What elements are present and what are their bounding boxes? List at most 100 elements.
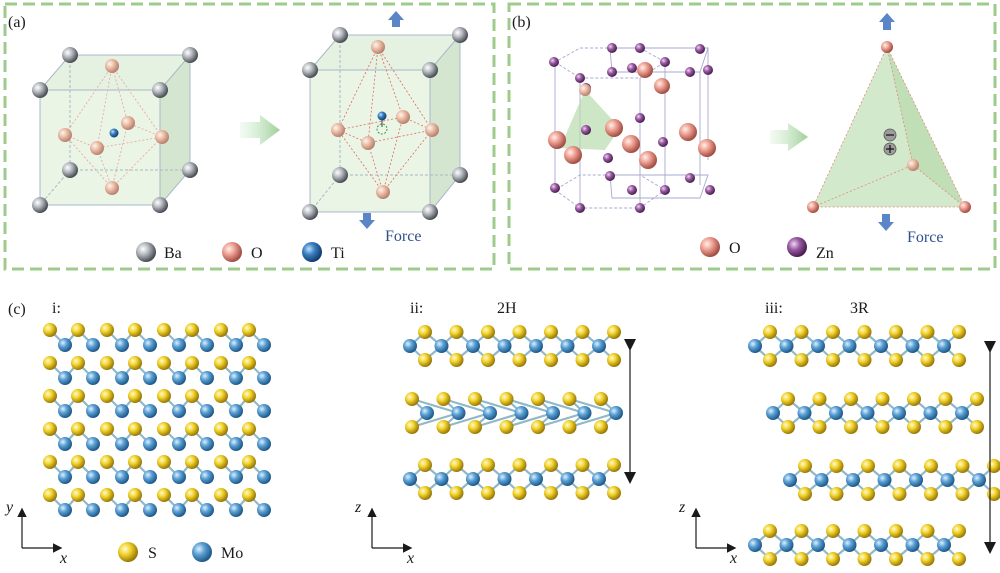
s-atom bbox=[892, 459, 907, 473]
s-atom bbox=[970, 392, 984, 406]
mo-atom bbox=[229, 503, 243, 517]
s-atom bbox=[449, 325, 464, 339]
legend-mo-swatch bbox=[192, 542, 212, 562]
panel-b-label: (b) bbox=[512, 14, 531, 31]
s-atom bbox=[512, 486, 527, 500]
s-atom bbox=[763, 325, 777, 339]
mo-atom bbox=[892, 406, 906, 420]
s-atom bbox=[214, 422, 228, 436]
s-atom bbox=[826, 552, 840, 566]
mos2-3r-side-view bbox=[748, 325, 1000, 566]
s-atom bbox=[826, 524, 840, 538]
legend-o-swatch-b bbox=[700, 237, 720, 257]
axis-i-vertical: y bbox=[4, 499, 14, 516]
s-atom bbox=[798, 487, 812, 501]
s-atom bbox=[575, 325, 590, 339]
legend-a: Ba O Ti bbox=[136, 242, 345, 262]
s-atom bbox=[794, 552, 809, 566]
mo-atom bbox=[86, 404, 100, 418]
mo-atom bbox=[497, 472, 512, 486]
force-arrow-up-a bbox=[388, 11, 404, 27]
axis-ii-vertical: z bbox=[354, 499, 362, 516]
mo-atom bbox=[546, 406, 560, 420]
s-atom bbox=[242, 389, 256, 403]
s-atom bbox=[781, 420, 795, 434]
axes-i: y x bbox=[4, 499, 67, 567]
axis-i-horizontal: x bbox=[59, 550, 67, 567]
s-atom bbox=[907, 420, 921, 434]
s-atom bbox=[242, 455, 256, 469]
s-atom bbox=[449, 458, 464, 472]
s-atom bbox=[544, 325, 558, 339]
s-atom bbox=[481, 458, 495, 472]
s-atom bbox=[794, 353, 809, 367]
mo-atom bbox=[905, 339, 920, 353]
s-atom bbox=[562, 392, 577, 406]
mo-atom bbox=[200, 338, 214, 352]
s-atom bbox=[892, 487, 907, 501]
s-atom bbox=[242, 356, 256, 370]
mo-atom bbox=[766, 406, 780, 420]
s-atom bbox=[531, 392, 545, 406]
legend-ba-label: Ba bbox=[164, 245, 182, 262]
mo-atom bbox=[86, 371, 100, 385]
mo-atom bbox=[779, 339, 794, 353]
s-atom bbox=[157, 488, 171, 502]
s-atom bbox=[418, 486, 432, 500]
s-atom bbox=[920, 353, 935, 367]
legend-s-swatch bbox=[118, 542, 138, 562]
mo-atom bbox=[829, 406, 843, 420]
mo-s-bond bbox=[506, 411, 554, 429]
s-atom bbox=[861, 487, 875, 501]
s-atom bbox=[512, 353, 527, 367]
mo-atom bbox=[846, 473, 860, 487]
s-atom bbox=[214, 356, 228, 370]
panel-b-frame bbox=[507, 2, 997, 271]
mo-atom bbox=[172, 404, 186, 418]
mo-atom bbox=[143, 404, 157, 418]
s-atom bbox=[468, 420, 482, 434]
axes-iii: z x bbox=[678, 499, 737, 567]
mo-atom bbox=[143, 371, 157, 385]
legend-ti-label: Ti bbox=[331, 245, 345, 262]
s-atom bbox=[43, 356, 57, 370]
legend-ti-swatch bbox=[302, 242, 322, 262]
mo-s-bond bbox=[569, 397, 617, 415]
s-atom bbox=[889, 325, 903, 339]
mo-atom bbox=[58, 404, 72, 418]
mo-atom bbox=[143, 503, 157, 517]
subpanel-iii-id: iii: bbox=[765, 300, 783, 317]
mo-atom bbox=[592, 472, 606, 486]
s-atom bbox=[857, 353, 872, 367]
mo-atom bbox=[229, 404, 243, 418]
s-atom bbox=[214, 323, 228, 337]
mo-atom bbox=[115, 338, 129, 352]
mo-atom bbox=[842, 339, 857, 353]
legend-o-swatch bbox=[222, 242, 242, 262]
s-atom bbox=[43, 323, 57, 337]
s-atom bbox=[812, 392, 827, 406]
mo-s-bond bbox=[474, 411, 522, 429]
s-atom bbox=[436, 420, 451, 434]
s-atom bbox=[481, 325, 495, 339]
mo-atom bbox=[143, 338, 157, 352]
s-atom bbox=[857, 325, 872, 339]
mo-s-bond bbox=[443, 411, 491, 429]
mo-atom bbox=[514, 406, 529, 420]
mo-atom bbox=[200, 371, 214, 385]
s-atom bbox=[952, 524, 966, 538]
s-atom bbox=[844, 420, 858, 434]
mo-s-bond bbox=[411, 411, 459, 429]
s-atom bbox=[955, 459, 970, 473]
s-atom bbox=[185, 422, 199, 436]
force-arrow-down-a bbox=[359, 213, 375, 229]
mos2-2h-side-view bbox=[403, 325, 623, 500]
s-atom bbox=[875, 420, 890, 434]
s-atom bbox=[128, 389, 142, 403]
mo-atom bbox=[842, 538, 857, 552]
mo-atom bbox=[434, 339, 449, 353]
s-atom bbox=[861, 459, 875, 473]
force-label-a: Force bbox=[385, 228, 421, 245]
s-atom bbox=[952, 552, 966, 566]
